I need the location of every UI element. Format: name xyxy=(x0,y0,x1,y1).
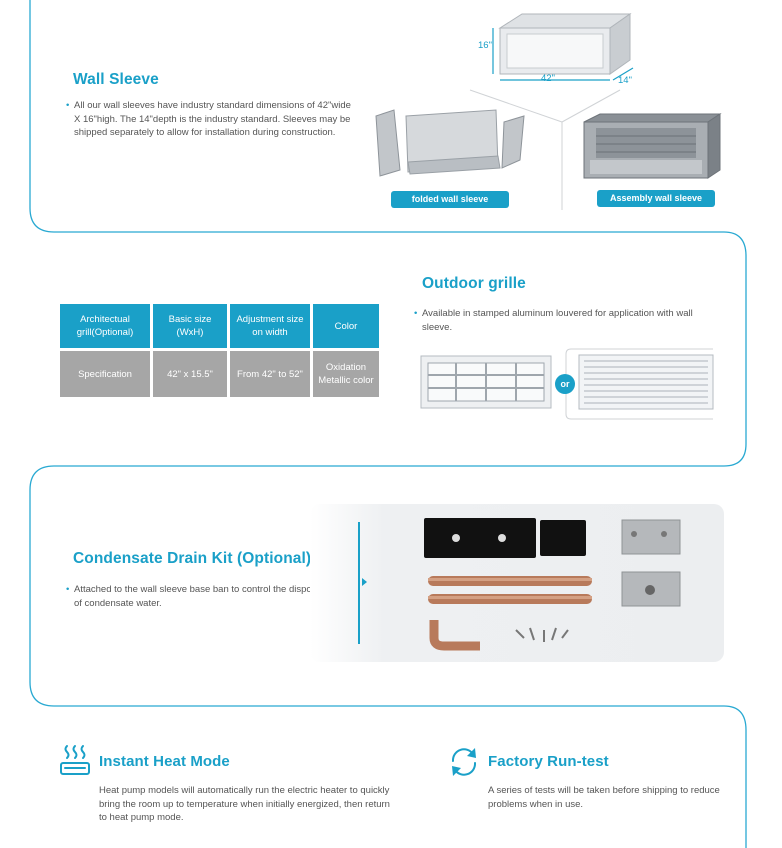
folded-sleeve-label: folded wall sleeve xyxy=(391,191,509,208)
table-header-cell: Color xyxy=(313,304,379,348)
outdoor-grille-text: Available in stamped aluminum louvered f… xyxy=(414,307,712,334)
drain-kit-divider xyxy=(358,522,360,644)
or-badge: or xyxy=(555,374,575,394)
connector-lines xyxy=(469,89,621,210)
assembly-sleeve-illustration xyxy=(583,113,722,179)
heat-mode-title: Instant Heat Mode xyxy=(99,753,230,770)
grille-bracket-line xyxy=(565,348,713,420)
heat-waves-icon xyxy=(60,745,90,775)
table-header-cell: Basic size (WxH) xyxy=(153,304,227,348)
grille-louvered-illustration xyxy=(578,354,714,410)
table-cell: From 42" to 52" xyxy=(230,351,310,397)
assembly-sleeve-label: Assembly wall sleeve xyxy=(597,190,715,207)
wall-sleeve-box-illustration xyxy=(492,13,634,81)
drain-kit-text: Attached to the wall sleeve base ban to … xyxy=(66,583,324,610)
chevron-right-icon xyxy=(362,578,367,586)
table-cell: Oxidation Metallic color xyxy=(313,351,379,397)
run-test-title: Factory Run-test xyxy=(488,753,609,770)
table-header-cell: Adjustment size on width xyxy=(230,304,310,348)
heat-mode-text: Heat pump models will automatically run … xyxy=(99,785,390,823)
outdoor-grille-title: Outdoor grille xyxy=(422,275,526,292)
table-header-cell: Architectual grill(Optional) xyxy=(60,304,150,348)
drain-kit-title: Condensate Drain Kit (Optional) xyxy=(73,550,312,567)
dim-width-label: 42" xyxy=(541,73,555,84)
grille-spec-table: Architectual grill(Optional) Basic size … xyxy=(57,301,382,400)
wall-sleeve-title: Wall Sleeve xyxy=(73,71,159,88)
refresh-cycle-icon xyxy=(451,748,477,776)
run-test-text: A series of tests will be taken before s… xyxy=(488,785,720,810)
table-cell: Specification xyxy=(60,351,150,397)
table-cell: 42" x 15.5" xyxy=(153,351,227,397)
dim-depth-label: 14" xyxy=(618,75,632,86)
wall-sleeve-text: All our wall sleeves have industry stand… xyxy=(66,99,352,140)
drain-kit-parts-illustration xyxy=(424,518,681,651)
folded-sleeve-illustration xyxy=(375,109,525,177)
grille-square-illustration xyxy=(420,355,552,409)
dim-height-label: 16" xyxy=(478,40,492,51)
